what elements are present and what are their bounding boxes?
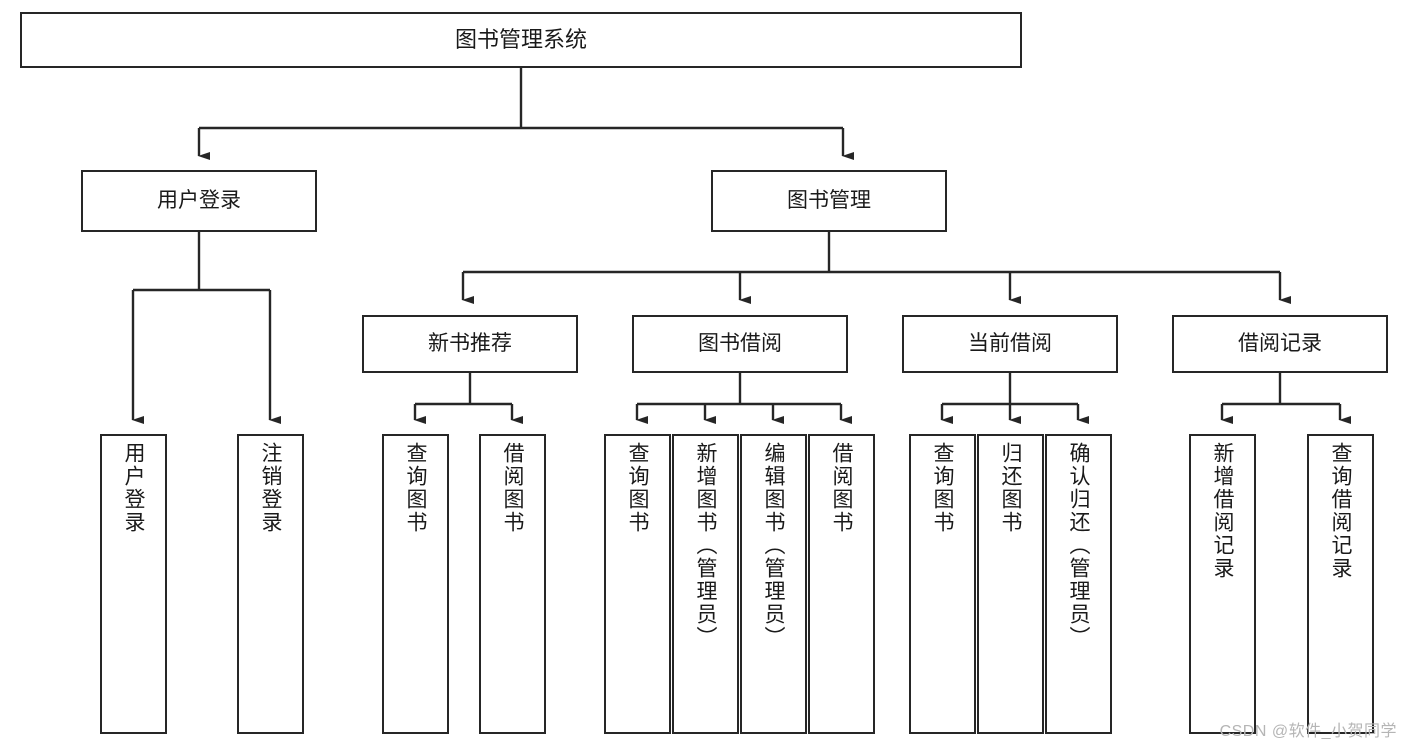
node-label: 归还图书 [999, 442, 1022, 534]
leaf-user-login[interactable]: 用户登录 [100, 434, 167, 734]
leaf-cb-confirm-return[interactable]: 确认归还（管理员） [1045, 434, 1112, 734]
node-book-management[interactable]: 图书管理 [711, 170, 947, 232]
node-label: 用户登录 [157, 188, 241, 212]
node-label: 新增图书（管理员） [694, 442, 717, 649]
leaf-bb-add-book[interactable]: 新增图书（管理员） [672, 434, 739, 734]
node-label: 当前借阅 [968, 331, 1052, 355]
node-label: 查询图书 [404, 442, 427, 534]
leaf-br-add-record[interactable]: 新增借阅记录 [1189, 434, 1256, 734]
node-label: 注销登录 [259, 442, 282, 534]
leaf-logout[interactable]: 注销登录 [237, 434, 304, 734]
node-label: 查询图书 [931, 442, 954, 534]
node-borrow-record[interactable]: 借阅记录 [1172, 315, 1388, 373]
node-label: 新书推荐 [428, 331, 512, 355]
leaf-br-query-record[interactable]: 查询借阅记录 [1307, 434, 1374, 734]
leaf-cb-return-book[interactable]: 归还图书 [977, 434, 1044, 734]
leaf-cb-query-book[interactable]: 查询图书 [909, 434, 976, 734]
leaf-bb-query-book[interactable]: 查询图书 [604, 434, 671, 734]
leaf-nb-query-book[interactable]: 查询图书 [382, 434, 449, 734]
node-label: 用户登录 [122, 442, 145, 534]
node-label: 图书管理 [787, 188, 871, 212]
node-label: 新增借阅记录 [1211, 442, 1234, 580]
node-user-login[interactable]: 用户登录 [81, 170, 317, 232]
node-label: 查询借阅记录 [1329, 442, 1352, 580]
leaf-bb-edit-book[interactable]: 编辑图书（管理员） [740, 434, 807, 734]
node-label: 确认归还（管理员） [1067, 442, 1090, 649]
node-new-book-recommend[interactable]: 新书推荐 [362, 315, 578, 373]
node-book-borrow[interactable]: 图书借阅 [632, 315, 848, 373]
leaf-bb-borrow-book[interactable]: 借阅图书 [808, 434, 875, 734]
node-root-system[interactable]: 图书管理系统 [20, 12, 1022, 68]
leaf-nb-borrow-book[interactable]: 借阅图书 [479, 434, 546, 734]
node-label: 图书管理系统 [454, 27, 587, 53]
node-label: 借阅记录 [1238, 331, 1322, 355]
node-current-borrow[interactable]: 当前借阅 [902, 315, 1118, 373]
node-label: 借阅图书 [830, 442, 853, 534]
node-label: 借阅图书 [501, 442, 524, 534]
node-label: 图书借阅 [698, 331, 782, 355]
node-label: 编辑图书（管理员） [762, 442, 785, 649]
node-label: 查询图书 [626, 442, 649, 534]
